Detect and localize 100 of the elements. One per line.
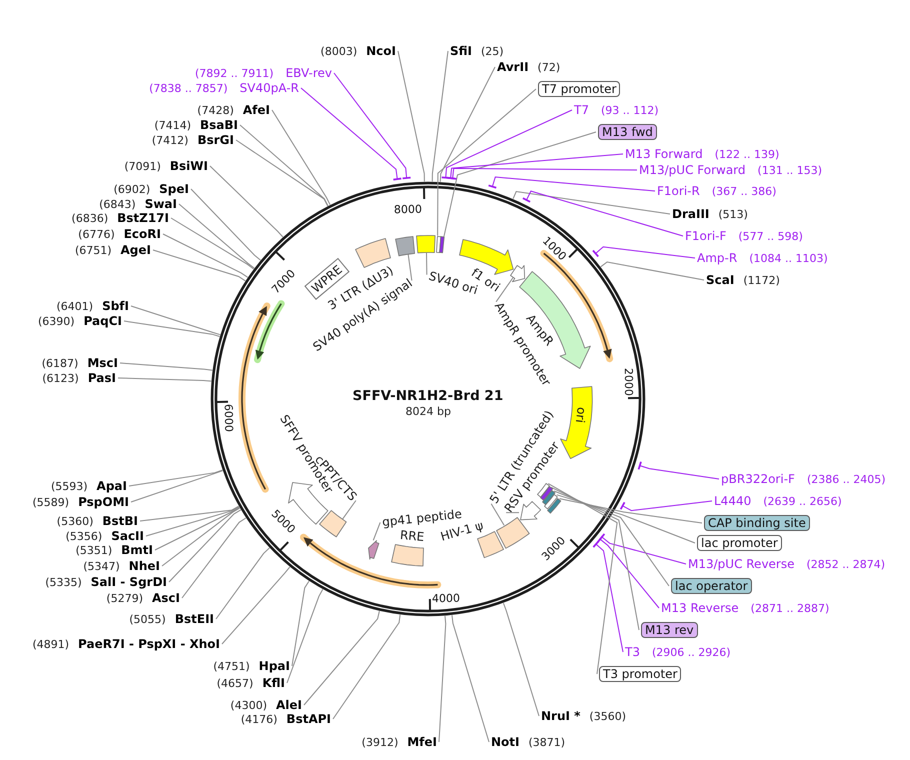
leader-line [162, 234, 248, 278]
enzyme-name: DraIII [672, 207, 710, 221]
directional-feature [368, 540, 380, 560]
scale-number: 6000 [222, 404, 234, 432]
cut-position: (5356) [66, 530, 102, 544]
feature-tag: lac operator [671, 578, 752, 594]
cut-position: (7414) [154, 119, 191, 133]
leader-line [152, 250, 246, 282]
enzyme-name: BstEII [174, 612, 214, 626]
feature-marker [544, 494, 558, 510]
leader-line [506, 512, 520, 514]
cut-position: (25) [481, 45, 504, 59]
leader-line [334, 72, 412, 180]
primer-range: (367 .. 386) [712, 185, 776, 199]
primer-name: SV40pA-R [240, 81, 299, 95]
leader-line [638, 460, 720, 480]
feature-tag: CAP binding site [704, 515, 810, 531]
leader-line [550, 486, 640, 630]
enzyme-name: AfeI [242, 103, 270, 117]
primer-name: F1ori-R [657, 184, 700, 198]
enzyme-name: PspOMI [78, 495, 129, 509]
leader-line [300, 88, 402, 181]
scale-number: 4000 [432, 593, 460, 606]
feature-box [496, 516, 530, 548]
enzyme-name: NcoI [366, 44, 396, 58]
leader-line [408, 254, 412, 282]
leader-line [548, 483, 618, 674]
leader-line [146, 506, 240, 536]
leader-line [190, 188, 262, 261]
leader-line [168, 509, 242, 582]
primer-range: (7838 .. 7857) [149, 82, 228, 96]
cut-position: (7428) [197, 104, 234, 118]
enzyme-name: SwaI [144, 197, 177, 211]
leader-line [596, 535, 660, 608]
leader-line [124, 320, 220, 337]
leader-line [444, 132, 596, 237]
cut-position: (4300) [230, 699, 267, 713]
cut-position: (1172) [743, 274, 780, 288]
enzyme-name: HpaI [258, 659, 290, 673]
leader-line [446, 154, 624, 180]
cut-position: (5279) [106, 592, 143, 606]
cut-position: (3912) [362, 736, 398, 750]
primer-name: L4440 [714, 494, 752, 508]
cut-position: (7412) [152, 134, 188, 148]
leader-line [496, 276, 514, 302]
plasmid-name: SFFV-NR1H2-Brd 21 [352, 389, 504, 403]
feature-marker [542, 490, 556, 506]
enzyme-name: AleI [276, 698, 302, 712]
leader-line [304, 610, 380, 706]
enzyme-name: PasI [88, 371, 116, 385]
leader-line [332, 614, 401, 720]
cut-position: (5055) [129, 613, 166, 627]
leader-line [448, 168, 638, 180]
feature-box [318, 510, 347, 538]
scale-number: 8000 [394, 204, 423, 216]
leader-line [286, 588, 324, 684]
enzyme-name: EcoRI [124, 227, 161, 241]
enzyme-name: BstAPI [286, 712, 331, 726]
cut-position: (3560) [589, 710, 626, 724]
cut-position: (5589) [32, 496, 70, 510]
leader-line [154, 507, 240, 550]
leader-line [426, 252, 428, 276]
leader-line [452, 614, 490, 742]
leader-line [292, 580, 310, 666]
primer-name: M13 Reverse [661, 601, 739, 615]
leader-line [182, 518, 246, 598]
cut-position: (513) [718, 208, 748, 222]
enzyme-name: PaeR7I - PspXI - XhoI [78, 637, 220, 651]
leader-line [559, 498, 702, 524]
cut-position: (8003) [320, 45, 358, 59]
enzyme-name: MscI [87, 356, 118, 370]
enzyme-name: MfeI [407, 735, 437, 749]
leader-line [130, 470, 224, 502]
leader-line [128, 470, 223, 486]
primer-name: pBR322ori-F [721, 472, 795, 486]
enzyme-name: SpeI [159, 182, 189, 196]
leader-line [438, 615, 446, 742]
leader-line [512, 190, 670, 214]
leader-line [140, 506, 240, 522]
cut-position: (72) [538, 61, 560, 75]
primer-range: (2639 .. 2656) [763, 495, 842, 509]
feature-tag: M13 fwd [598, 124, 657, 140]
enzyme-name: ApaI [96, 479, 127, 493]
cut-position: (6836) [72, 212, 108, 226]
enzyme-name: NotI [491, 735, 520, 749]
cut-position: (4891) [32, 638, 70, 652]
leader-line [488, 176, 656, 192]
primer-name: F1ori-F [685, 229, 726, 243]
cut-position: (6390) [38, 315, 75, 329]
leader-line [556, 494, 696, 544]
primer-name: T3 [625, 645, 640, 659]
enzyme-name: BstBI [102, 514, 138, 528]
cut-position: (3871) [528, 736, 566, 750]
enzyme-name: AvrII [497, 60, 529, 74]
enzyme-name: BstZ17I [117, 211, 169, 225]
leader-line [600, 261, 704, 280]
feature-label: RRE [399, 528, 425, 544]
feature-tag: M13 rev [641, 622, 698, 638]
leader-line [440, 66, 496, 182]
primer-name: M13/pUC Forward [639, 163, 746, 177]
